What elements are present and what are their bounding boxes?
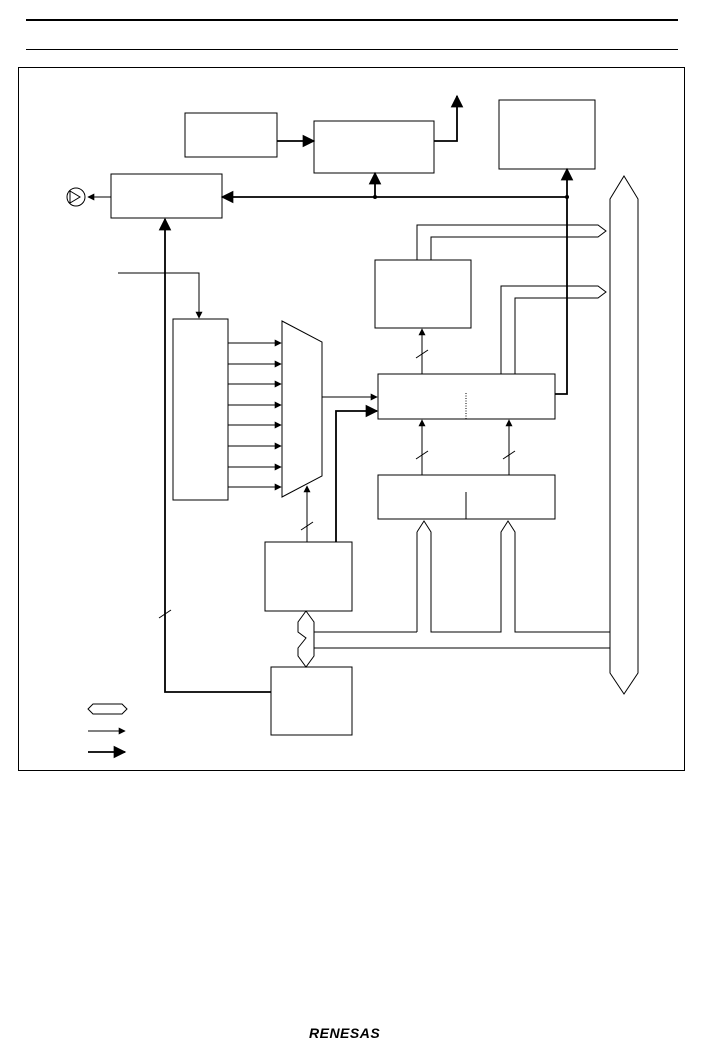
- figure-frame: [18, 67, 685, 771]
- junction-dot-center: [373, 195, 377, 199]
- output-pin-icon: [66, 187, 86, 207]
- header-rule-bottom: [26, 49, 678, 50]
- block-top-left: [184, 112, 278, 158]
- block-bottom-control: [270, 666, 353, 736]
- bus-stub-left: [297, 610, 315, 668]
- signal-control-to-counter: [335, 404, 379, 542]
- bus-branch-upper: [416, 224, 607, 260]
- block-middle-upper: [374, 259, 472, 329]
- signal-counter-overflow: [555, 197, 568, 395]
- header-rule-top: [26, 19, 678, 21]
- internal-bus-icon: [87, 703, 128, 715]
- bus-width-tick-right: [502, 450, 516, 460]
- block-top-center: [313, 120, 435, 174]
- bus-width-tick-left: [415, 450, 429, 460]
- output-pin-triangle: [69, 190, 81, 204]
- bus-branch-lower: [500, 285, 607, 374]
- clock-selector-mux: [281, 320, 323, 498]
- renesas-logo: RENESAS: [309, 1025, 404, 1043]
- signal-top-output: [434, 94, 464, 142]
- block-control-register: [264, 541, 353, 612]
- bus-width-tick-long: [158, 609, 172, 619]
- bus-width-tick-select: [300, 521, 314, 531]
- block-top-right: [498, 99, 596, 170]
- signal-control-to-output: [158, 217, 271, 693]
- prescaler-outputs: [228, 339, 282, 491]
- bus-branch-register: [416, 520, 610, 633]
- block-prescaler: [172, 318, 229, 501]
- block-output-control: [110, 173, 223, 219]
- bus-width-tick-upper: [415, 349, 429, 359]
- signal-external-clock: [118, 272, 203, 319]
- brand-text: RENESAS: [309, 1025, 381, 1041]
- internal-data-bus: [609, 175, 639, 695]
